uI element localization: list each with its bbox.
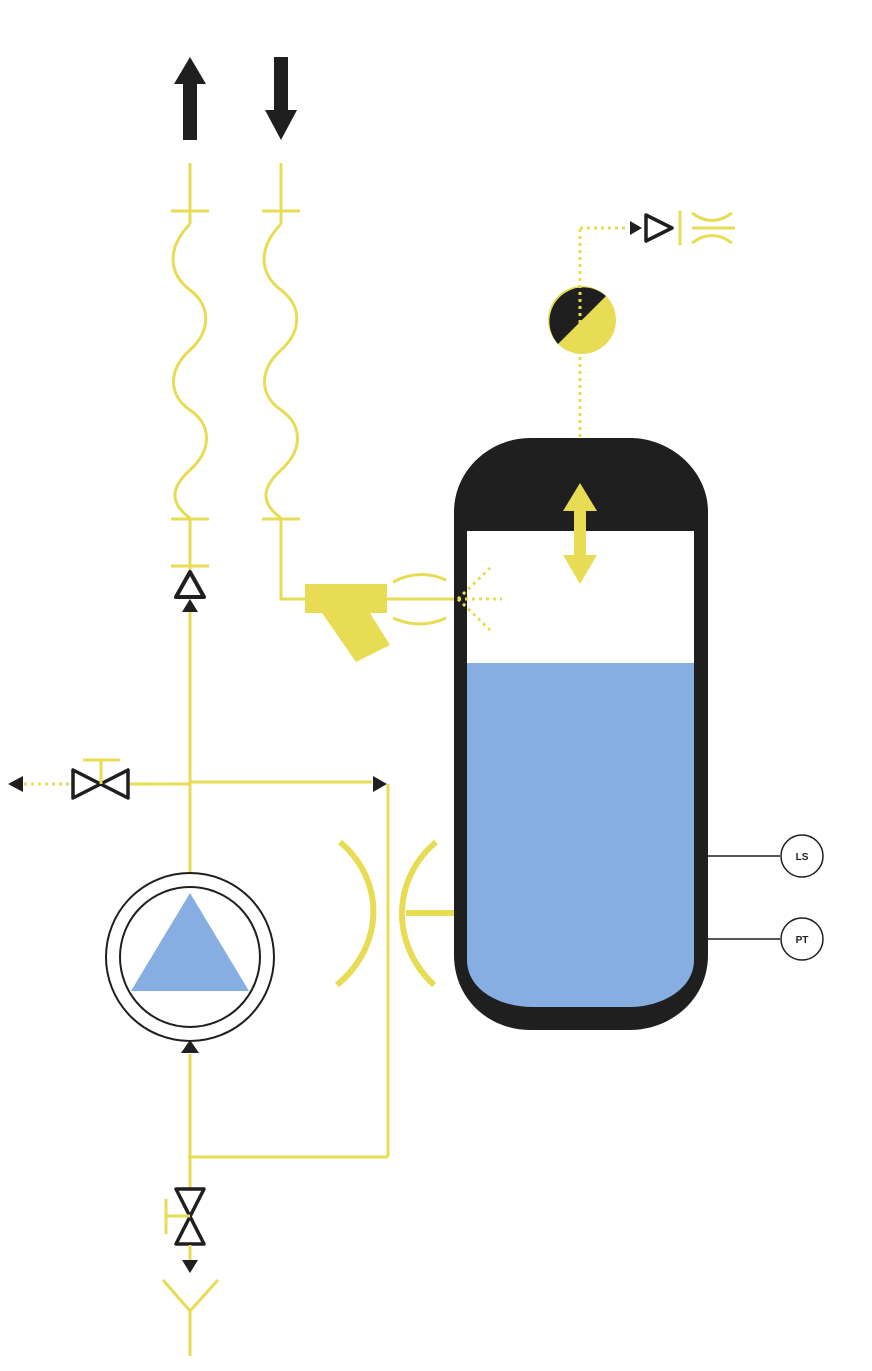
outlet-arrow-up-icon bbox=[174, 57, 206, 140]
pump-icon[interactable] bbox=[105, 872, 275, 1190]
level-switch-instrument[interactable]: LS bbox=[708, 834, 824, 878]
drain-valve-icon[interactable] bbox=[164, 1187, 206, 1273]
ls-label: LS bbox=[796, 852, 809, 863]
liquid-level bbox=[467, 663, 694, 1007]
y-strainer-icon bbox=[305, 573, 458, 662]
pressure-transmitter-instrument[interactable]: PT bbox=[708, 917, 824, 961]
orifice-icon bbox=[335, 839, 454, 988]
pressure-vessel bbox=[454, 438, 708, 1030]
bypass-line bbox=[188, 776, 390, 1159]
flexible-hose-right bbox=[262, 163, 306, 601]
gauge-disc-icon bbox=[548, 226, 628, 354]
flexible-hose-left bbox=[171, 163, 209, 570]
relief-valve-icon bbox=[630, 211, 735, 245]
gate-valve-icon[interactable] bbox=[8, 758, 190, 800]
spray-nozzle-icon bbox=[456, 566, 502, 632]
expansion-double-arrow-icon bbox=[563, 483, 597, 584]
pt-label: PT bbox=[796, 935, 809, 946]
inlet-arrow-down-icon bbox=[265, 57, 297, 140]
check-valve-icon bbox=[174, 570, 206, 612]
drain-funnel-icon bbox=[161, 1278, 220, 1356]
